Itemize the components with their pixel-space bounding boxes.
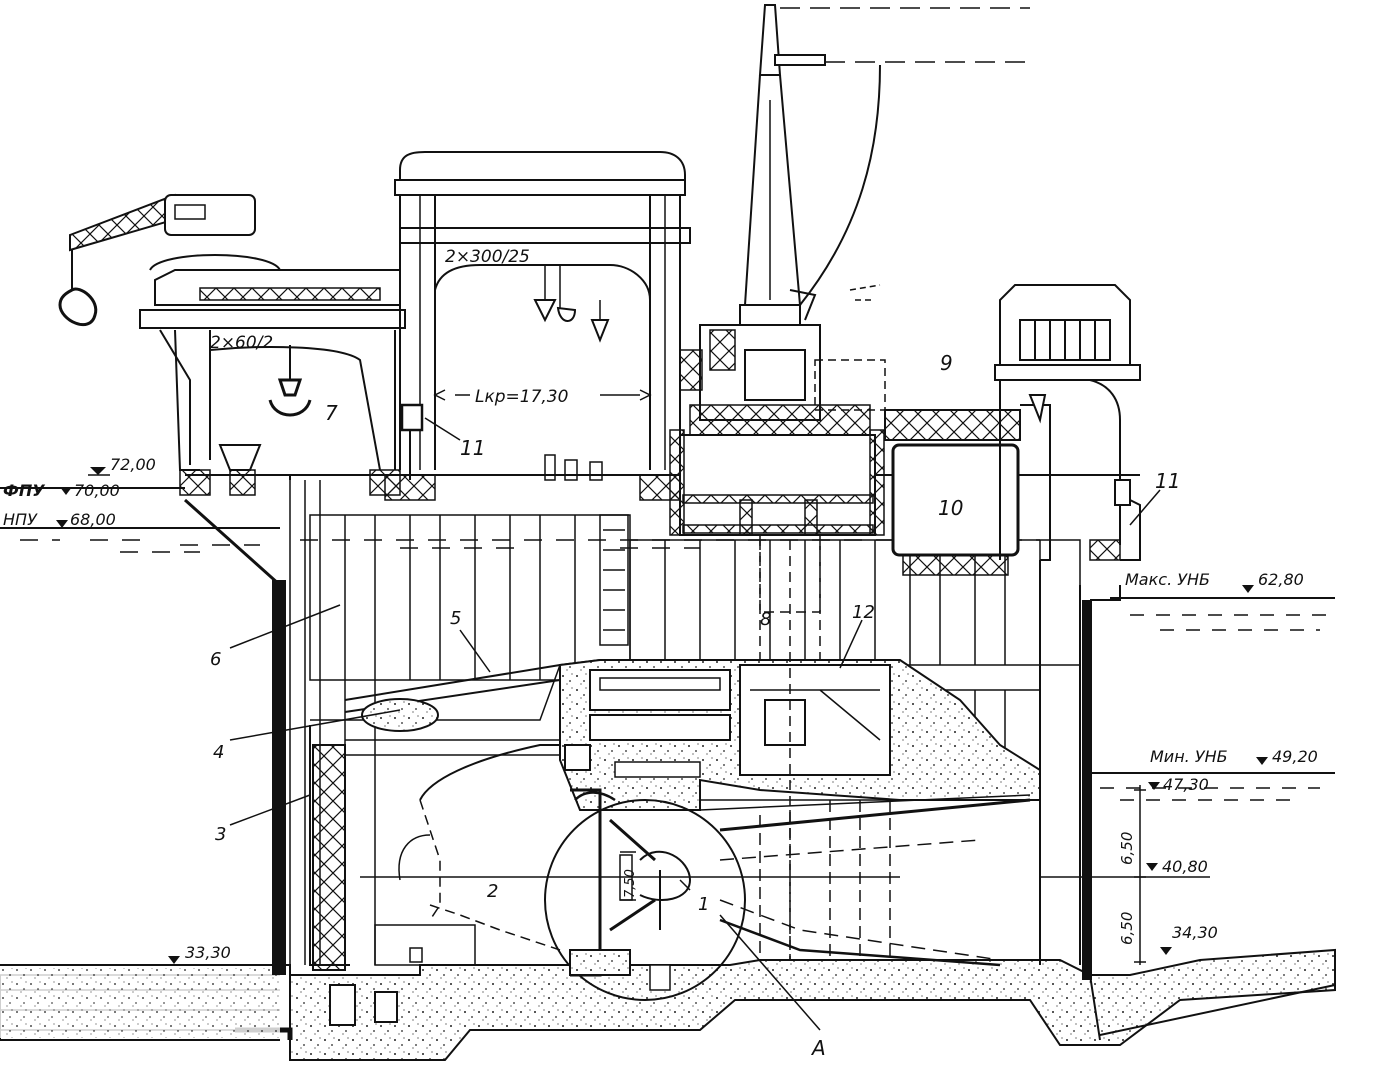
callout-3: 3 (215, 824, 226, 845)
left-crane-capacity: 2×60/2 (210, 333, 273, 353)
level-3330: 33,30 (185, 943, 231, 962)
crane-span: Lкр=17,30 (475, 387, 568, 407)
callout-a: A (810, 1036, 826, 1060)
min-unb-label: Мин. УНБ (1150, 747, 1228, 766)
level-fpu-label: ФПУ (3, 481, 45, 500)
callout-10: 10 (938, 496, 963, 520)
water-lines (0, 487, 1335, 878)
callout-1: 1 (698, 894, 709, 915)
callout-11-left: 11 (460, 436, 485, 460)
dim-upper: 6,50 (1118, 832, 1136, 865)
callout-4: 4 (213, 742, 224, 763)
shaft (759, 461, 821, 960)
max-unb-value: 62,80 (1258, 570, 1304, 589)
level-3430: 34,30 (1172, 923, 1218, 942)
dim-lower: 6,50 (1118, 912, 1136, 945)
callout-6: 6 (210, 649, 221, 670)
callout-5: 5 (450, 608, 461, 629)
dim-runner: 7,50 (623, 869, 638, 898)
foundation (0, 947, 1336, 1061)
callout-2: 2 (487, 881, 498, 902)
trash-rack-truss (312, 744, 346, 971)
leader-lines (229, 389, 1161, 1031)
callout-9: 9 (940, 351, 953, 375)
level-markers (56, 467, 1268, 965)
draft-tube (699, 794, 1040, 967)
max-unb-label: Макс. УНБ (1125, 570, 1210, 589)
level-top: 72,00 (110, 455, 156, 474)
callout-12: 12 (852, 602, 875, 623)
labels: 2×60/2 2×300/25 Lкр=17,30 72,00 ФПУ 70,0… (3, 247, 1318, 1060)
callout-11-right: 11 (1155, 469, 1180, 493)
level-4730: 47,30 (1163, 775, 1209, 794)
main-gantry-crane (384, 151, 691, 501)
unit-block (559, 659, 1041, 811)
callout-8: 8 (760, 609, 771, 630)
min-unb-value: 49,20 (1272, 747, 1318, 766)
level-npu-value: 68,00 (70, 510, 116, 529)
level-npu-label: НПУ (3, 510, 38, 529)
level-fpu-value: 70,00 (74, 481, 120, 500)
turbine-runner (544, 788, 746, 1001)
main-crane-capacity: 2×300/25 (445, 247, 530, 267)
level-4080: 40,80 (1162, 857, 1208, 876)
downstream-building (994, 284, 1141, 561)
tower-crane (679, 4, 1030, 436)
deck (185, 404, 1140, 646)
callout-7: 7 (325, 401, 338, 425)
